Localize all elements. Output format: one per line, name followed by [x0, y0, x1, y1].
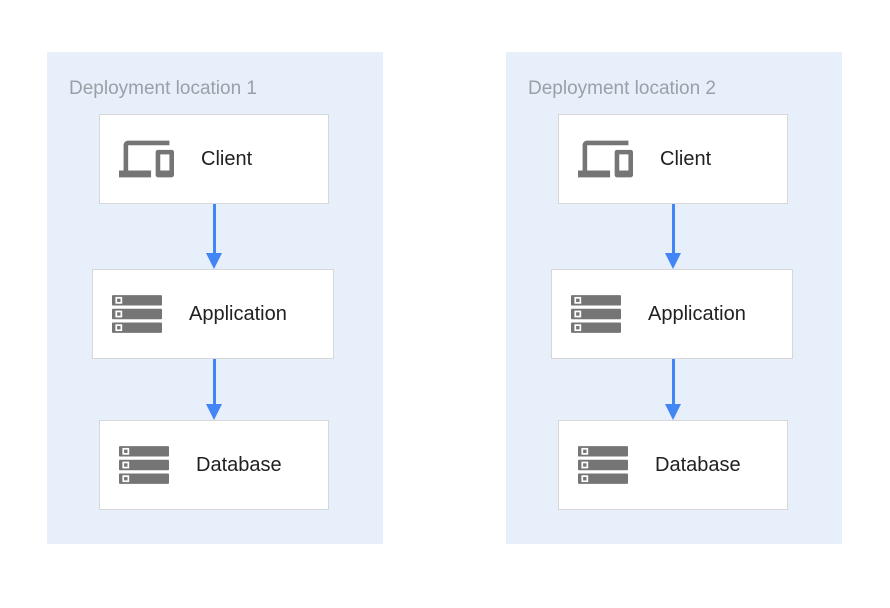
panel-title: Deployment location 2	[528, 78, 716, 99]
client-node-label: Client	[660, 147, 712, 170]
application-node-label: Application	[648, 302, 746, 325]
arrow-client-to-application	[671, 204, 675, 253]
arrow-application-to-database	[671, 359, 675, 404]
server-stack-icon	[571, 295, 621, 333]
panel-title: Deployment location 1	[69, 78, 257, 99]
arrow-client-to-application	[212, 204, 216, 253]
application-node: Application	[92, 269, 334, 359]
client-devices-icon	[578, 140, 633, 178]
server-stack-icon	[119, 446, 169, 484]
database-node-label: Database	[655, 453, 741, 476]
database-node-label: Database	[196, 453, 282, 476]
deployment-location-1-panel: Deployment location 1 Client	[47, 52, 383, 544]
client-node-label: Client	[201, 147, 253, 170]
server-stack-icon	[112, 295, 162, 333]
application-node: Application	[551, 269, 793, 359]
database-node: Database	[558, 420, 788, 510]
database-node: Database	[99, 420, 329, 510]
client-node: Client	[99, 114, 329, 204]
application-node-label: Application	[189, 302, 287, 325]
client-devices-icon	[119, 140, 174, 178]
arrow-application-to-database	[212, 359, 216, 404]
deployment-location-2-panel: Deployment location 2 Client	[506, 52, 842, 544]
client-node: Client	[558, 114, 788, 204]
server-stack-icon	[578, 446, 628, 484]
